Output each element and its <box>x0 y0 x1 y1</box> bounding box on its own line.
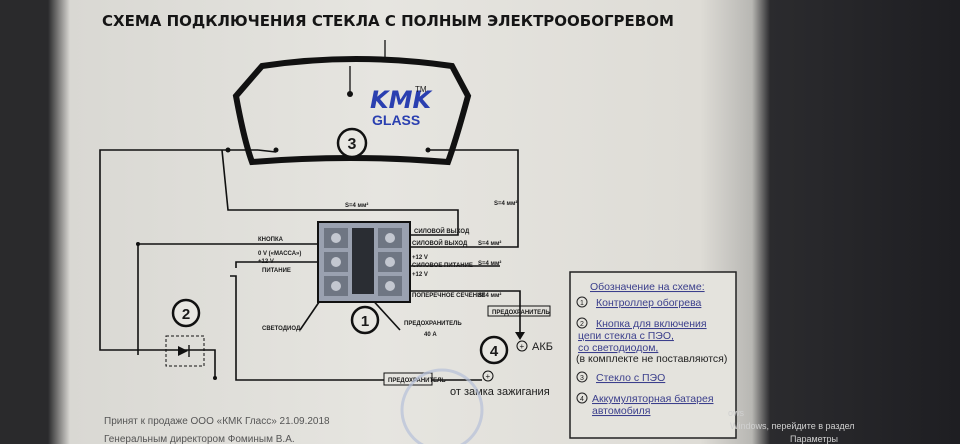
label-fuse: ПРЕДОХРАНИТЕЛЬ <box>404 321 462 327</box>
footer-line-1: Принят к продаже ООО «КМК Гласс» 21.09.2… <box>104 416 330 427</box>
fuse-label-ignition: ПРЕДОХРАНИТЕЛЬ <box>388 378 446 384</box>
label-plus12c: +12 V <box>412 272 428 278</box>
akb-label: АКБ <box>532 341 553 353</box>
heater-controller <box>317 221 411 303</box>
legend-item-4-line2: автомобиля <box>592 405 650 417</box>
marker-4: 4 <box>479 335 509 365</box>
fuse-label-akb: ПРЕДОХРАНИТЕЛЬ <box>492 310 550 316</box>
wire-size-2: S=4 мм² <box>494 200 517 207</box>
legend-title: Обозначение на схеме: <box>590 281 705 293</box>
legend-item-1: Контроллер обогрева <box>596 297 702 309</box>
svg-text:4: 4 <box>580 396 584 403</box>
wire-size-5: S=4 мм² <box>478 292 501 299</box>
legend-item-2-line3: со светодиодом, <box>578 342 658 354</box>
label-power-supply: СИЛОВОЕ ПИТАНИЕ <box>412 263 473 269</box>
logo-tm: TM <box>415 85 427 94</box>
label-cross-section: ПОПЕРЕЧНОЕ СЕЧЕНИЕ <box>412 293 485 299</box>
svg-text:+: + <box>520 342 525 351</box>
legend-box: Обозначение на схеме: 1 Контроллер обогр… <box>569 271 737 439</box>
legend-item-4-line1: Аккумуляторная батарея <box>592 393 714 405</box>
marker-3: 3 <box>336 127 368 159</box>
svg-text:2: 2 <box>580 321 584 328</box>
label-ground: 0 V («МАССА») <box>258 251 301 257</box>
marker-1: 1 <box>350 305 380 335</box>
legend-item-2-line4: (в комплекте не поставляются) <box>576 353 727 365</box>
logo-sub: GLASS <box>372 112 420 128</box>
wire-size-1: S=4 мм² <box>345 202 368 209</box>
svg-text:3: 3 <box>348 136 357 153</box>
label-led: СВЕТОДИОД <box>262 326 301 332</box>
legend-item-2-line1: Кнопка для включения <box>596 318 707 330</box>
footer-line-2: Генеральным директором Фоминым В.А. <box>104 434 295 444</box>
diagram-title: СХЕМА ПОДКЛЮЧЕНИЯ СТЕКЛА С ПОЛНЫМ ЭЛЕКТР… <box>102 12 674 30</box>
svg-text:3: 3 <box>580 375 584 382</box>
svg-text:+: + <box>486 372 491 381</box>
windows-watermark-3: Параметры <box>790 434 838 444</box>
label-fuse-amp: 40 А <box>424 332 437 338</box>
wire-size-4: S=4 мм² <box>478 260 501 267</box>
label-plus12: +12 V <box>258 259 274 265</box>
button-with-led: 2 <box>165 298 205 367</box>
windows-watermark-1: ows <box>728 408 745 418</box>
label-plus12b: +12 V <box>412 255 428 261</box>
svg-text:1: 1 <box>361 313 369 330</box>
marker-2 <box>171 298 201 328</box>
label-power-out-1: СИЛОВОЙ ВЫХОД <box>414 227 470 235</box>
wire-size-3: S=4 мм² <box>478 240 501 247</box>
ignition-label: от замка зажигания <box>450 386 550 398</box>
svg-text:4: 4 <box>490 343 499 360</box>
wires <box>99 149 521 381</box>
windows-watermark-2: Windows, перейдите в раздел <box>730 421 855 431</box>
kmk-glass-logo: KMK TM GLASS <box>370 85 433 128</box>
svg-text:2: 2 <box>182 306 190 323</box>
svg-text:1: 1 <box>580 300 584 307</box>
legend-item-3: Стекло с ПЭО <box>596 372 665 384</box>
label-button: КНОПКА <box>258 237 284 243</box>
windshield-outline <box>232 56 472 166</box>
label-power: ПИТАНИЕ <box>262 268 291 274</box>
legend-item-2-line2: цепи стекла с ПЭО, <box>578 330 674 342</box>
label-power-out-2: СИЛОВОЙ ВЫХОД <box>412 239 468 247</box>
logo-brand: KMK <box>370 86 433 114</box>
stamp <box>400 368 484 444</box>
